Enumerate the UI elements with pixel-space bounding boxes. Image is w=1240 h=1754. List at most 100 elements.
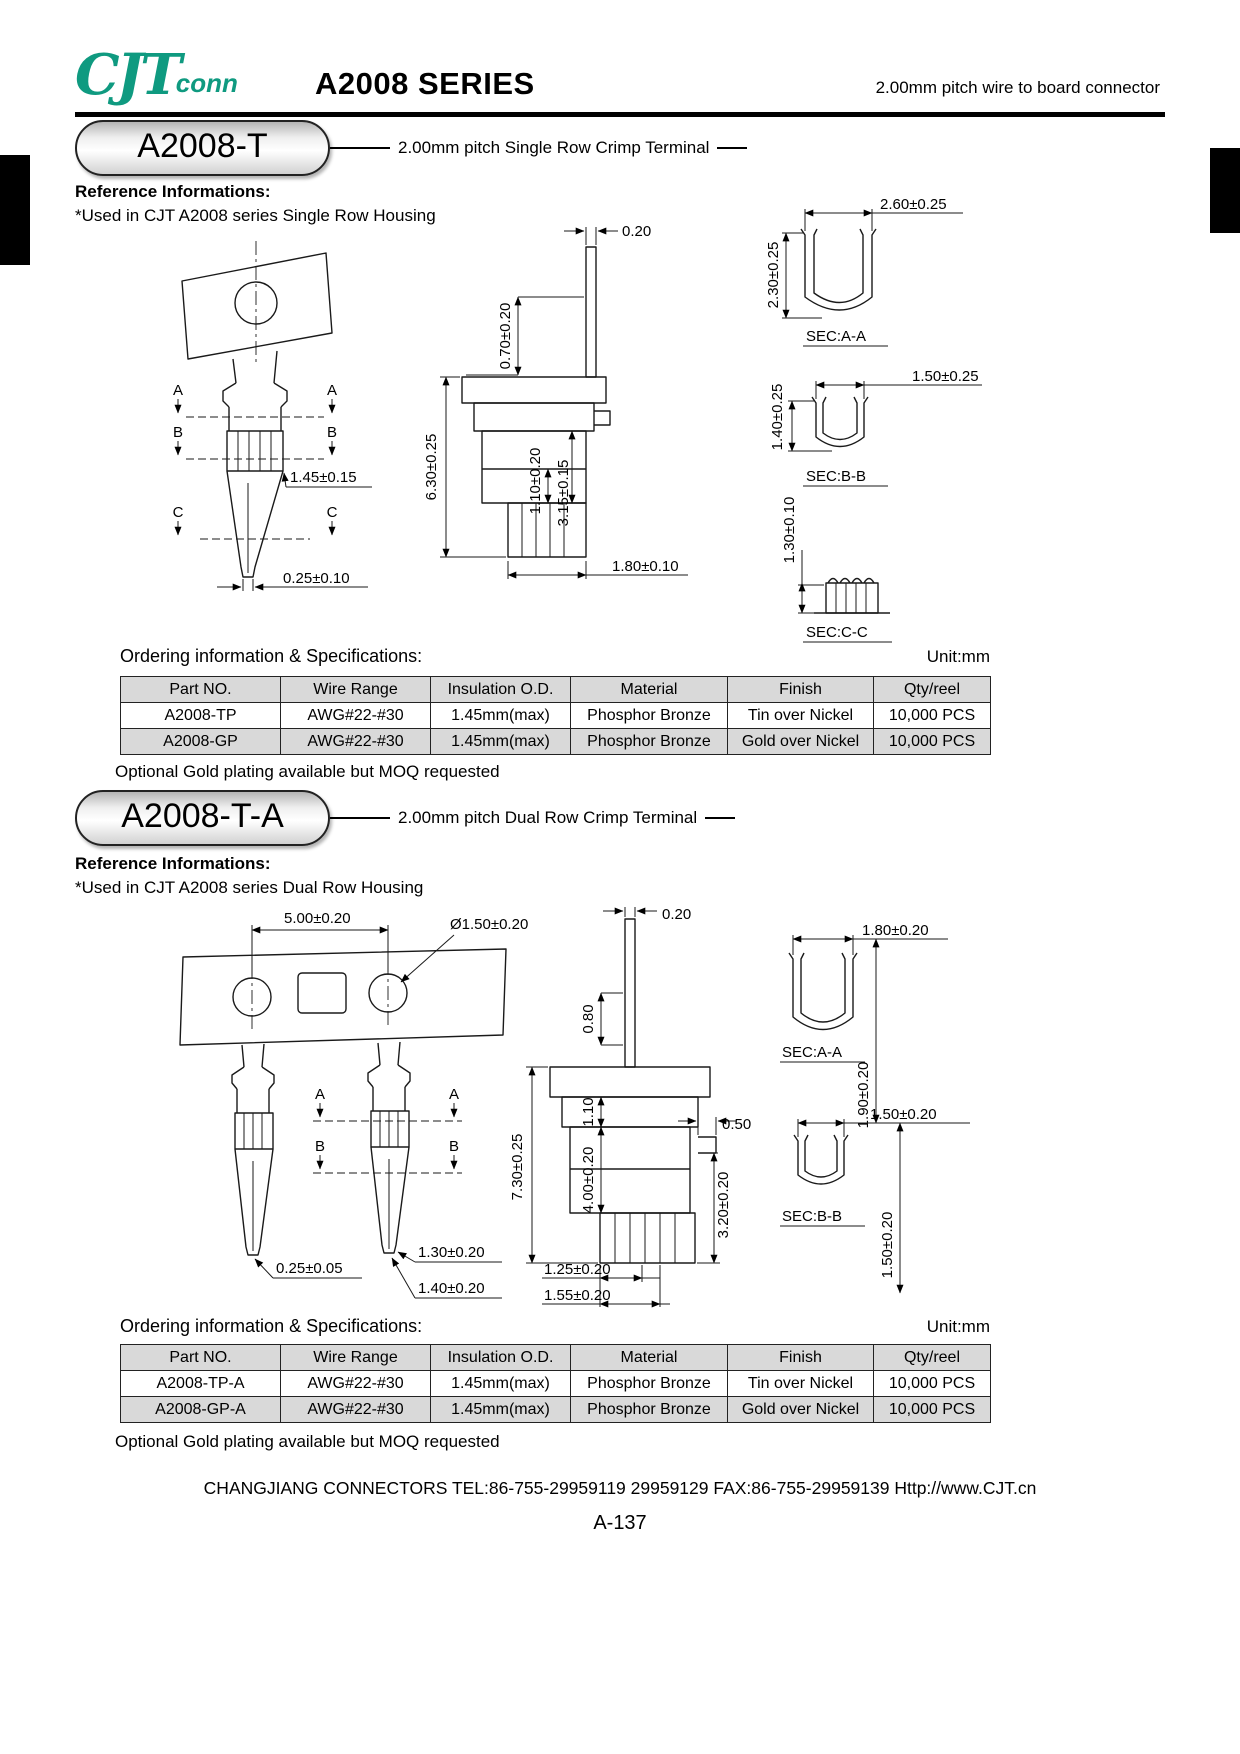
dim-label: 1.40±0.25	[769, 384, 786, 451]
unit-label: Unit:mm	[926, 1317, 990, 1336]
front-view	[181, 241, 333, 578]
sec-aa-view-dual: 1.80±0.20 SEC:A-A 1.90±0.20	[780, 922, 948, 1128]
col-material: Material	[570, 1344, 728, 1371]
moq-note-single: Optional Gold plating available but MOQ …	[115, 762, 500, 781]
table-cell: 10,000 PCS	[873, 728, 991, 755]
dim-label: 0.25±0.10	[283, 570, 350, 587]
dim-label: B	[315, 1138, 325, 1155]
col-insulation-od: Insulation O.D.	[430, 676, 571, 703]
footer-contact: CHANGJIANG CONNECTORS TEL:86-755-2995911…	[203, 1478, 1037, 1498]
logo-main-text: CJT	[75, 42, 182, 108]
dim-label: 1.50±0.20	[879, 1212, 896, 1279]
table-cell: Gold over Nickel	[727, 728, 874, 755]
dim-label: B	[449, 1138, 459, 1155]
page-number: A-137	[593, 1512, 647, 1534]
dim-label: 0.20	[622, 223, 651, 240]
banner-line	[330, 817, 390, 819]
dim-label: 1.55±0.20	[544, 1287, 611, 1304]
section-label: SEC:A-A	[806, 328, 866, 345]
col-insulation-od: Insulation O.D.	[430, 1344, 571, 1371]
banner-line	[717, 147, 748, 149]
dim-label: 3.15±0.15	[555, 460, 572, 527]
col-wire-range: Wire Range	[280, 676, 431, 703]
series-title: A2008 SERIES	[315, 66, 535, 101]
table-cell: 1.45mm(max)	[430, 702, 571, 729]
table-cell: Phosphor Bronze	[570, 728, 728, 755]
unit-label: Unit:mm	[926, 647, 990, 666]
dual-row-terminal-drawing: 5.00±0.20 Ø1.50±0.20 A A B B 1.30±0.20 1…	[179, 906, 970, 1308]
section2-description: 2.00mm pitch Dual Row Crimp Terminal	[398, 808, 698, 827]
banner-line	[705, 817, 736, 819]
dim-label: 6.30±0.25	[423, 434, 440, 501]
header-subtitle: 2.00mm pitch wire to board connector	[875, 78, 1160, 97]
section-plane-markers-dual: A A B B	[313, 1086, 462, 1174]
ordering-header-dual: Ordering information & Specifications: U…	[120, 1316, 990, 1337]
spec-table-single: Part NO. Wire Range Insulation O.D. Mate…	[120, 676, 991, 755]
table-cell: A2008-GP-A	[120, 1396, 281, 1423]
dim-label: A	[449, 1086, 459, 1103]
ordering-title: Ordering information & Specifications:	[120, 646, 423, 666]
moq-note-dual: Optional Gold plating available but MOQ …	[115, 1432, 500, 1451]
col-qty-reel: Qty/reel	[873, 1344, 991, 1371]
logo-sub-text: conn	[175, 68, 238, 98]
tip-width-dim: 0.25±0.10	[217, 570, 368, 591]
dim-label: 1.40±0.20	[418, 1280, 485, 1297]
dim-label: 1.10±0.20	[527, 448, 544, 515]
table-row: A2008-TP AWG#22-#30 1.45mm(max) Phosphor…	[120, 702, 991, 729]
dim-label: 5.00±0.20	[284, 910, 351, 927]
part-number-pill-single: A2008-T	[75, 120, 330, 176]
sec-bb-view: 1.50±0.25 1.40±0.25 SEC:B-B	[769, 368, 982, 487]
dim-label: 1.45±0.15	[290, 469, 357, 486]
dim-label: 2.30±0.25	[765, 242, 782, 309]
table-cell: AWG#22-#30	[280, 728, 431, 755]
dim-label: 1.30±0.20	[418, 1244, 485, 1261]
side-view-dual	[549, 918, 717, 1264]
table-cell: 10,000 PCS	[873, 702, 991, 729]
dim-label: 1.10	[580, 1097, 597, 1126]
table-cell: 10,000 PCS	[873, 1396, 991, 1423]
right-edge-tab	[1210, 148, 1240, 233]
table-cell: Tin over Nickel	[727, 1370, 874, 1397]
dim-label: A	[327, 382, 337, 399]
dim-label: 1.90±0.20	[855, 1062, 872, 1129]
ordering-header-single: Ordering information & Specifications: U…	[120, 646, 990, 667]
table-cell: AWG#22-#30	[280, 1396, 431, 1423]
section1-description: 2.00mm pitch Single Row Crimp Terminal	[398, 138, 710, 157]
dim-label: 0.50	[722, 1116, 751, 1133]
table-cell: 10,000 PCS	[873, 1370, 991, 1397]
table-cell: Tin over Nickel	[727, 702, 874, 729]
section2-banner: A2008-T-A 2.00mm pitch Dual Row Crimp Te…	[75, 790, 736, 846]
ref-note-single: *Used in CJT A2008 series Single Row Hou…	[75, 206, 436, 225]
dim-label: 1.80±0.20	[862, 922, 929, 939]
table-cell: 1.45mm(max)	[430, 728, 571, 755]
side-view-dims: 0.20 0.70±0.20 6.30±0.25 1.10±0.20 3.15±…	[423, 223, 688, 579]
dim-label: 1.50±0.25	[912, 368, 979, 385]
side-dims-dual: 0.20 0.80 1.10 4.00±0.20 7.30±0.25 0.50 …	[509, 906, 751, 1308]
table-cell: AWG#22-#30	[280, 702, 431, 729]
table-cell: Phosphor Bronze	[570, 1396, 728, 1423]
table-cell: 1.45mm(max)	[430, 1370, 571, 1397]
dim-label: B	[327, 424, 337, 441]
dim-label: A	[315, 1086, 325, 1103]
table-cell: AWG#22-#30	[280, 1370, 431, 1397]
header-rule	[75, 112, 1165, 117]
dim-label: 1.30±0.10	[781, 497, 798, 564]
dim-label: 1.50±0.20	[870, 1106, 937, 1123]
dim-label: 7.30±0.25	[509, 1134, 526, 1201]
section1-banner: A2008-T 2.00mm pitch Single Row Crimp Te…	[75, 120, 748, 176]
col-finish: Finish	[727, 1344, 874, 1371]
single-row-terminal-drawing: A A B B C C 1.45±0.15 0.25±0.10	[173, 196, 982, 643]
col-part-no: Part NO.	[120, 1344, 281, 1371]
table-cell: A2008-GP	[120, 728, 281, 755]
front-dims-bottom: 1.30±0.20 1.40±0.20 0.25±0.05	[254, 1244, 502, 1299]
table-cell: Phosphor Bronze	[570, 1370, 728, 1397]
table-cell: Gold over Nickel	[727, 1396, 874, 1423]
section-label: SEC:A-A	[782, 1044, 842, 1061]
banner-line	[330, 147, 390, 149]
table-row: A2008-TP-A AWG#22-#30 1.45mm(max) Phosph…	[120, 1370, 991, 1397]
sec-bb-view-dual: 1.50±0.20 SEC:B-B 1.50±0.20	[780, 1106, 970, 1294]
spec-table-dual: Part NO. Wire Range Insulation O.D. Mate…	[120, 1344, 991, 1423]
table-cell: A2008-TP	[120, 702, 281, 729]
table-row: A2008-GP-A AWG#22-#30 1.45mm(max) Phosph…	[120, 1396, 991, 1423]
table-cell: A2008-TP-A	[120, 1370, 281, 1397]
